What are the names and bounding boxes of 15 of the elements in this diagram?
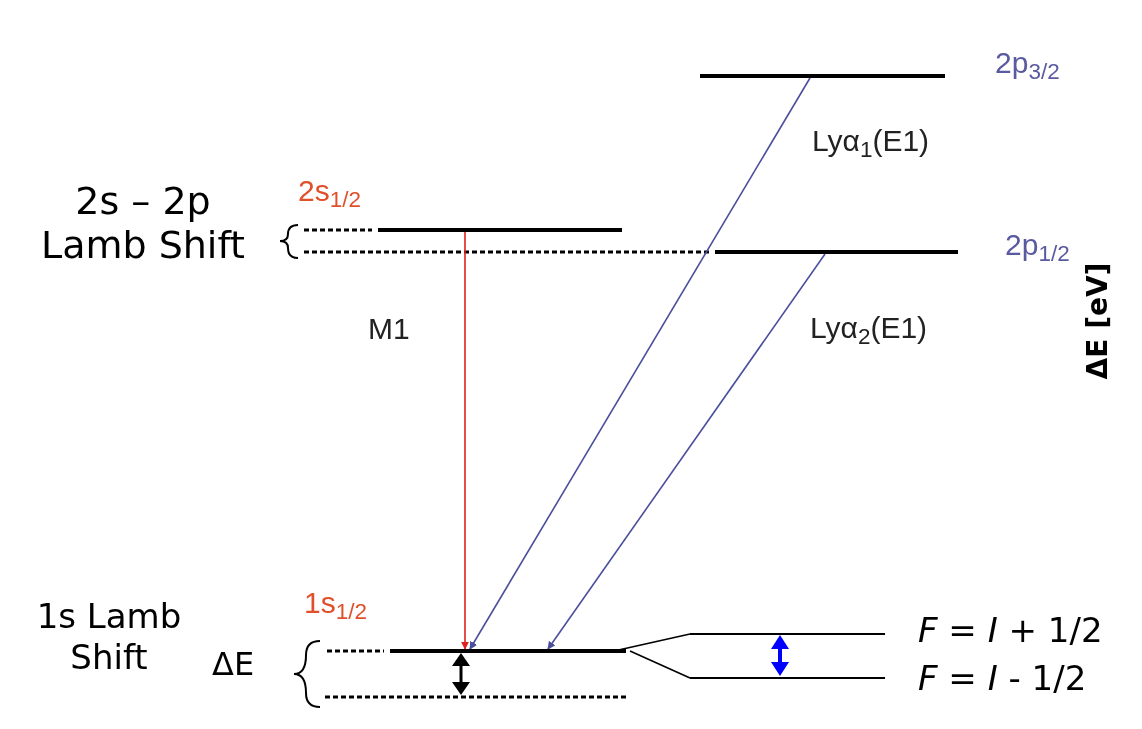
axis-label: ΔE [eV] xyxy=(1080,262,1116,380)
level-label: F = I + 1/2 xyxy=(918,609,1103,652)
arrow xyxy=(547,253,826,650)
annotation-label: ΔE xyxy=(212,644,255,685)
energy-level-line xyxy=(690,677,885,679)
level-label: 1s$_{1/2}$ xyxy=(304,585,367,625)
level-label: 2p$_{3/2}$ xyxy=(995,45,1060,85)
level-label: 2s$_{1/2}$ xyxy=(298,173,361,213)
annotation-label: 1s Lamb Shift xyxy=(35,596,183,678)
annotation-label: 2s – 2p Lamb Shift xyxy=(39,180,246,268)
energy-level-line xyxy=(690,633,885,635)
level-label: F = I - 1/2 xyxy=(918,657,1087,700)
level-label: 2p$_{1/2}$ xyxy=(1005,227,1070,267)
arrow xyxy=(461,231,469,650)
arrow xyxy=(469,77,811,650)
